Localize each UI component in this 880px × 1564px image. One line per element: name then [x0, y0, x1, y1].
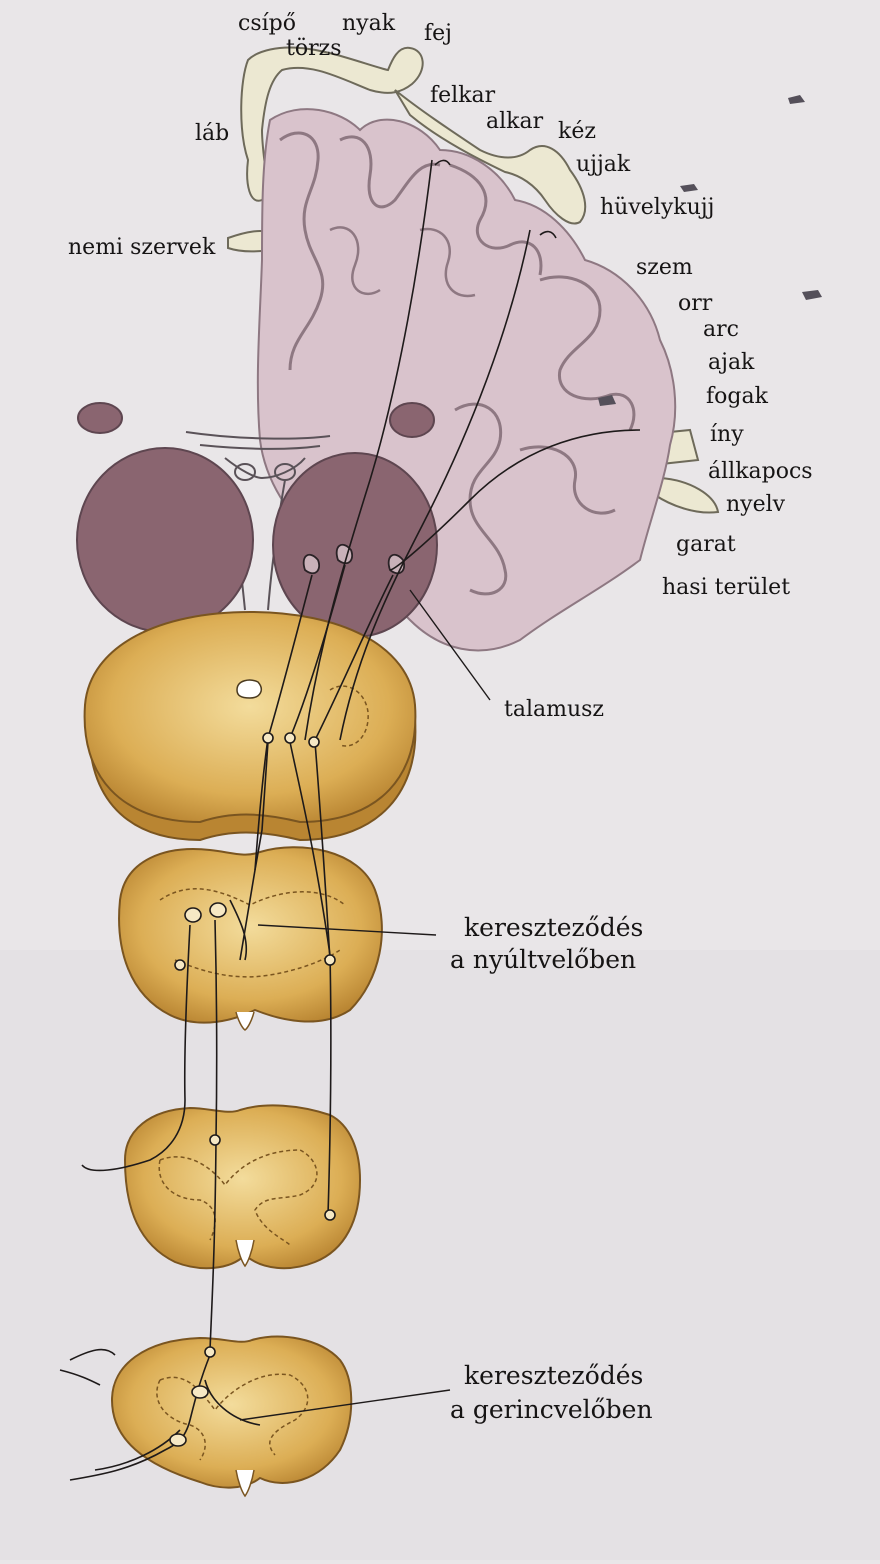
dark-nucleus-left: [77, 402, 123, 434]
label-orr: orr: [678, 291, 713, 316]
label-nyak: nyak: [342, 11, 396, 36]
label-kez: kéz: [558, 119, 596, 144]
label-garat: garat: [676, 532, 736, 557]
label-nyultvelo: a nyúltvelőben: [450, 945, 637, 974]
label-lab: láb: [195, 121, 230, 146]
label-talamusz: talamusz: [504, 697, 605, 722]
label-torzs: törzs: [286, 36, 342, 61]
label-nyelv: nyelv: [726, 492, 786, 517]
label-gerincvelo: a gerincvelőben: [450, 1395, 653, 1424]
label-csipo: csípő: [238, 11, 296, 36]
label-allkapocs: állkapocs: [708, 459, 813, 484]
label-keresztezodes-2: kereszteződés: [464, 1361, 644, 1390]
brainstem-section-2: [118, 846, 383, 1031]
label-ajak: ajak: [708, 350, 755, 375]
label-alkar: alkar: [486, 109, 544, 134]
spinal-section-lower: [110, 1335, 353, 1498]
leader-lines: [239, 589, 491, 1421]
label-fej: fej: [424, 21, 452, 46]
label-szem: szem: [636, 255, 693, 280]
page-background-block: [0, 950, 880, 1560]
label-arc: arc: [703, 317, 739, 342]
label-fogak: fogak: [706, 384, 768, 409]
thalamic-neurons: [302, 543, 405, 575]
label-felkar: felkar: [430, 83, 496, 108]
label-keresztezodes-1: kereszteződés: [464, 913, 644, 942]
fiber-cell-bodies: [169, 732, 336, 1447]
spinal-section-upper: [123, 1104, 362, 1270]
dark-nucleus-right: [389, 402, 435, 438]
thalamus-left: [76, 447, 254, 633]
label-iny: íny: [710, 422, 744, 447]
label-nemi-szervek: nemi szervek: [68, 235, 216, 260]
label-huvelykujj: hüvelykujj: [600, 195, 715, 220]
label-hasi-terulet: hasi terület: [662, 575, 791, 600]
label-ujjak: ujjak: [576, 152, 631, 177]
ink-marks: [598, 95, 822, 406]
brainstem-section-1: [83, 610, 417, 842]
